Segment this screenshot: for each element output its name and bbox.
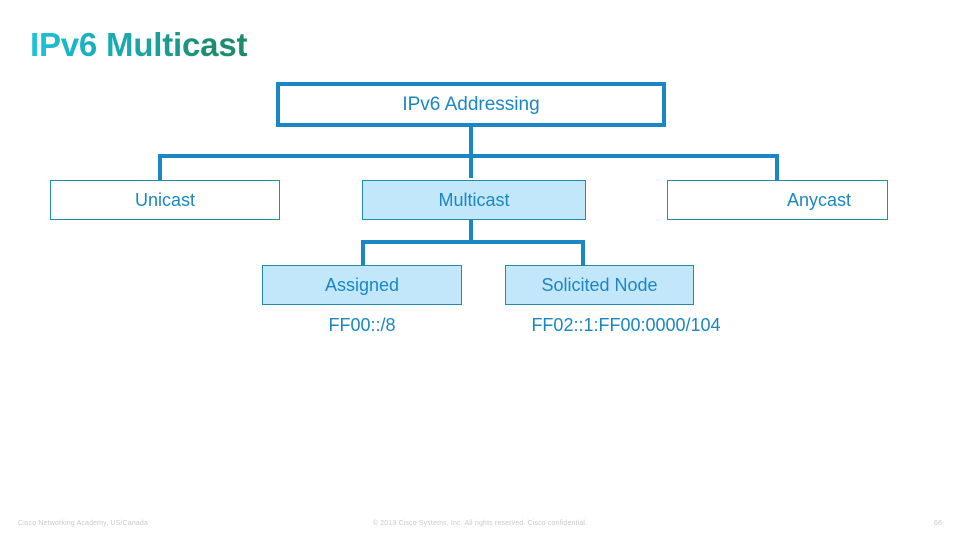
footer-page-number: 66 xyxy=(933,520,942,527)
page-title: IPv6 Multicast xyxy=(30,26,248,63)
slide-footer: Cisco Networking Academy, US/Canada © 20… xyxy=(0,506,960,540)
node-multicast-label: Multicast xyxy=(438,190,510,210)
caption-solicited-node-prefix: FF02::1:FF00:0000/104 xyxy=(531,314,721,335)
node-unicast-label: Unicast xyxy=(134,190,196,210)
footer-attribution: Cisco Networking Academy, US/Canada xyxy=(18,520,149,527)
node-unicast[interactable]: Unicast xyxy=(50,180,280,220)
node-ipv6-addressing-label: IPv6 Addressing xyxy=(402,94,540,115)
footer-copyright: © 2013 Cisco Systems, Inc. All rights re… xyxy=(372,520,588,527)
node-assigned[interactable]: Assigned xyxy=(262,265,462,305)
node-solicited-node[interactable]: Solicited Node xyxy=(505,265,694,305)
ipv6-addressing-tree-diagram: IPv6 Addressing Unicast Multicast Anycas… xyxy=(50,82,888,335)
node-solicited-node-label: Solicited Node xyxy=(541,275,658,295)
tree-connectors xyxy=(158,127,779,266)
caption-assigned-prefix: FF00::/8 xyxy=(328,314,396,335)
node-anycast-label: Anycast xyxy=(786,190,851,210)
node-ipv6-addressing[interactable]: IPv6 Addressing xyxy=(276,82,666,127)
node-multicast[interactable]: Multicast xyxy=(362,180,586,220)
node-assigned-label: Assigned xyxy=(324,275,400,295)
node-anycast[interactable]: Anycast xyxy=(667,180,888,220)
